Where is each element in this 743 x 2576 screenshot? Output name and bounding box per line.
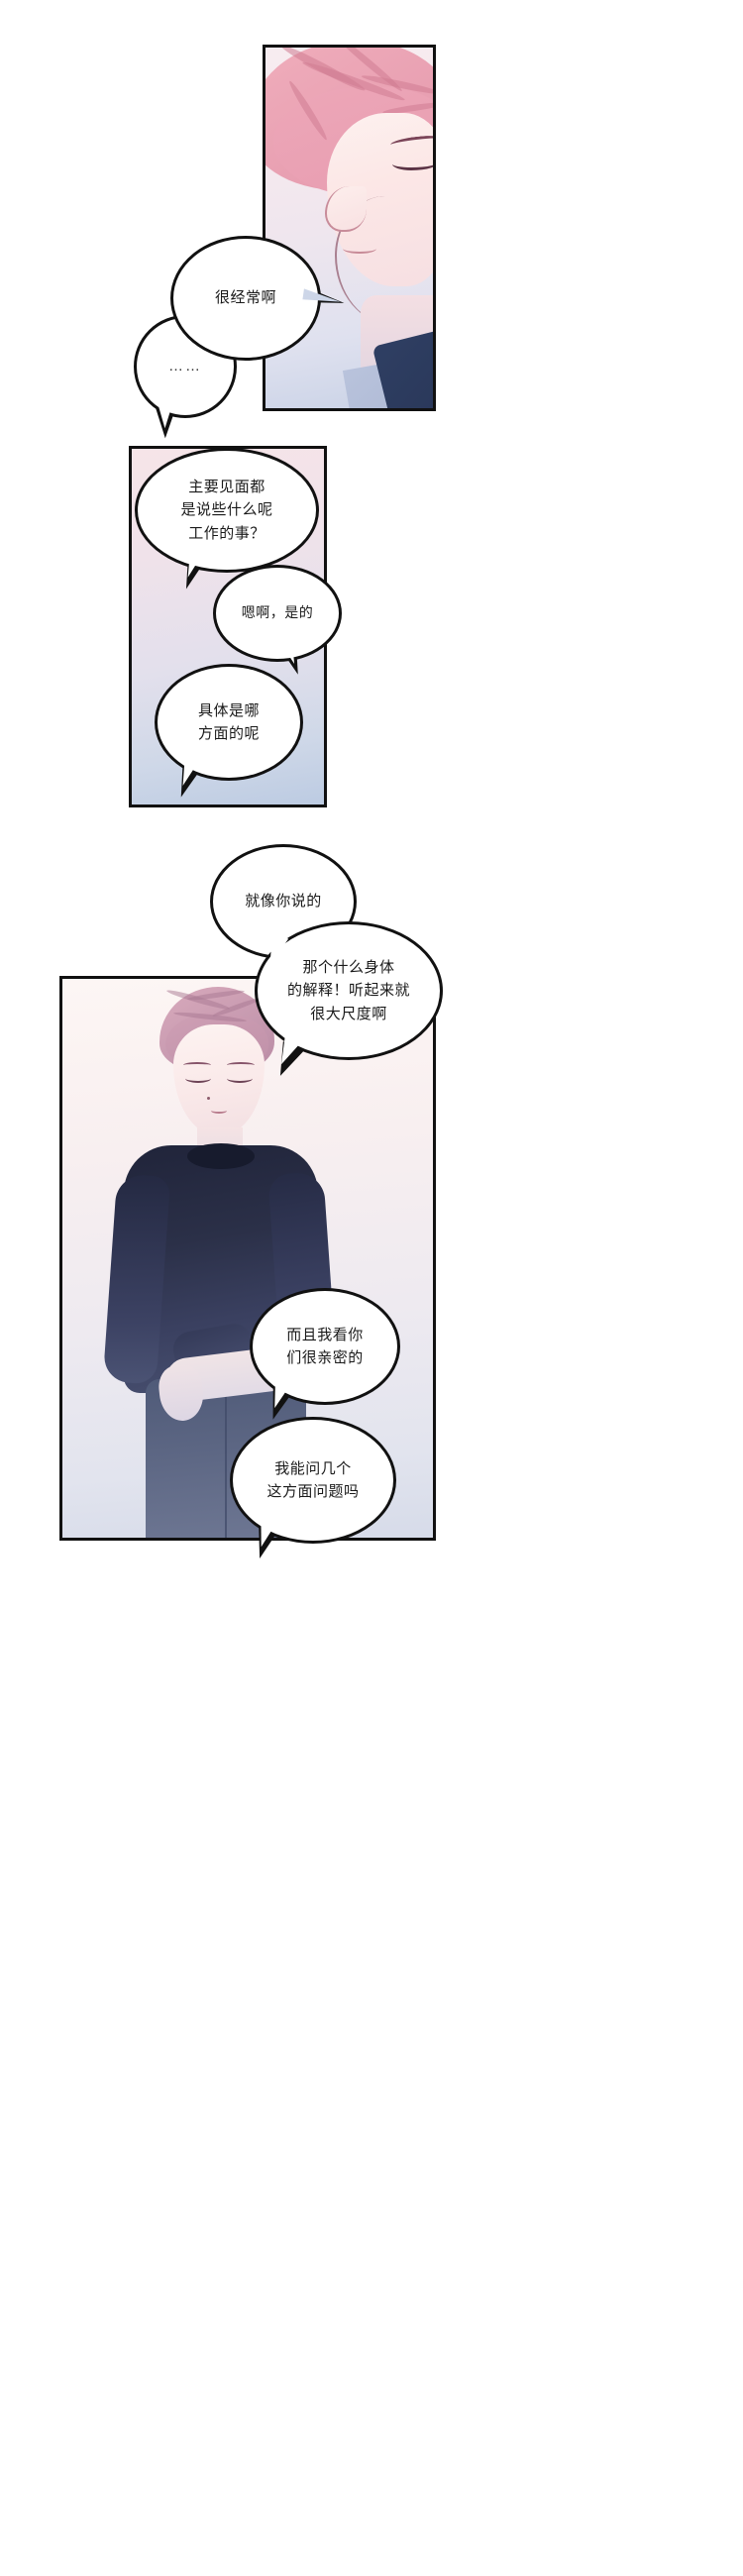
character-eye-right bbox=[227, 1074, 253, 1083]
bubble-text: 主要见面都 是说些什么呢 工作的事？ bbox=[180, 479, 273, 542]
character-nose bbox=[325, 186, 367, 232]
bubble-text: 嗯啊，是的 bbox=[241, 604, 314, 621]
bubble-text: 而且我看你 们很亲密的 bbox=[286, 1326, 364, 1366]
trouser-seam bbox=[225, 1395, 227, 1538]
bubble-text: 很经常啊 bbox=[214, 289, 276, 307]
speech-bubble-juti-shi-na: 具体是哪 方面的呢 bbox=[155, 664, 303, 781]
bubble-text: 我能问几个 这方面问题吗 bbox=[266, 1459, 360, 1500]
bubble-text: 具体是哪 方面的呢 bbox=[197, 701, 260, 742]
character-eyebrow-right bbox=[227, 1062, 255, 1068]
character-mouth bbox=[211, 1108, 227, 1114]
speech-bubble-enga-shide: 嗯啊，是的 bbox=[213, 565, 342, 662]
character-eye-left bbox=[185, 1074, 211, 1083]
character-mole bbox=[207, 1097, 210, 1100]
character-lips bbox=[343, 244, 376, 254]
character-eyebrow-left bbox=[183, 1062, 211, 1068]
speech-bubble-nage-shenme-shenti: 那个什么身体 的解释！听起来就 很大尺度啊 bbox=[255, 921, 443, 1060]
speech-bubble-zhuyao-jianmian: 主要见面都 是说些什么呢 工作的事？ bbox=[135, 448, 319, 573]
character-jawline bbox=[335, 196, 433, 325]
bubble-text: …… bbox=[168, 358, 202, 376]
speech-bubble-henjingchang: 很经常啊 bbox=[170, 236, 321, 361]
character-eye bbox=[392, 155, 433, 170]
speech-bubble-erqie-qinmi: 而且我看你 们很亲密的 bbox=[250, 1288, 400, 1405]
bubble-text: 那个什么身体 的解释！听起来就 很大尺度啊 bbox=[286, 959, 410, 1022]
bubble-text: 就像你说的 bbox=[245, 893, 322, 911]
bubble-tail-inner bbox=[157, 399, 177, 429]
character-sweater-collar bbox=[187, 1143, 255, 1169]
comic-panel-1 bbox=[263, 45, 436, 411]
speech-bubble-woneng-wen-jige: 我能问几个 这方面问题吗 bbox=[230, 1417, 396, 1544]
